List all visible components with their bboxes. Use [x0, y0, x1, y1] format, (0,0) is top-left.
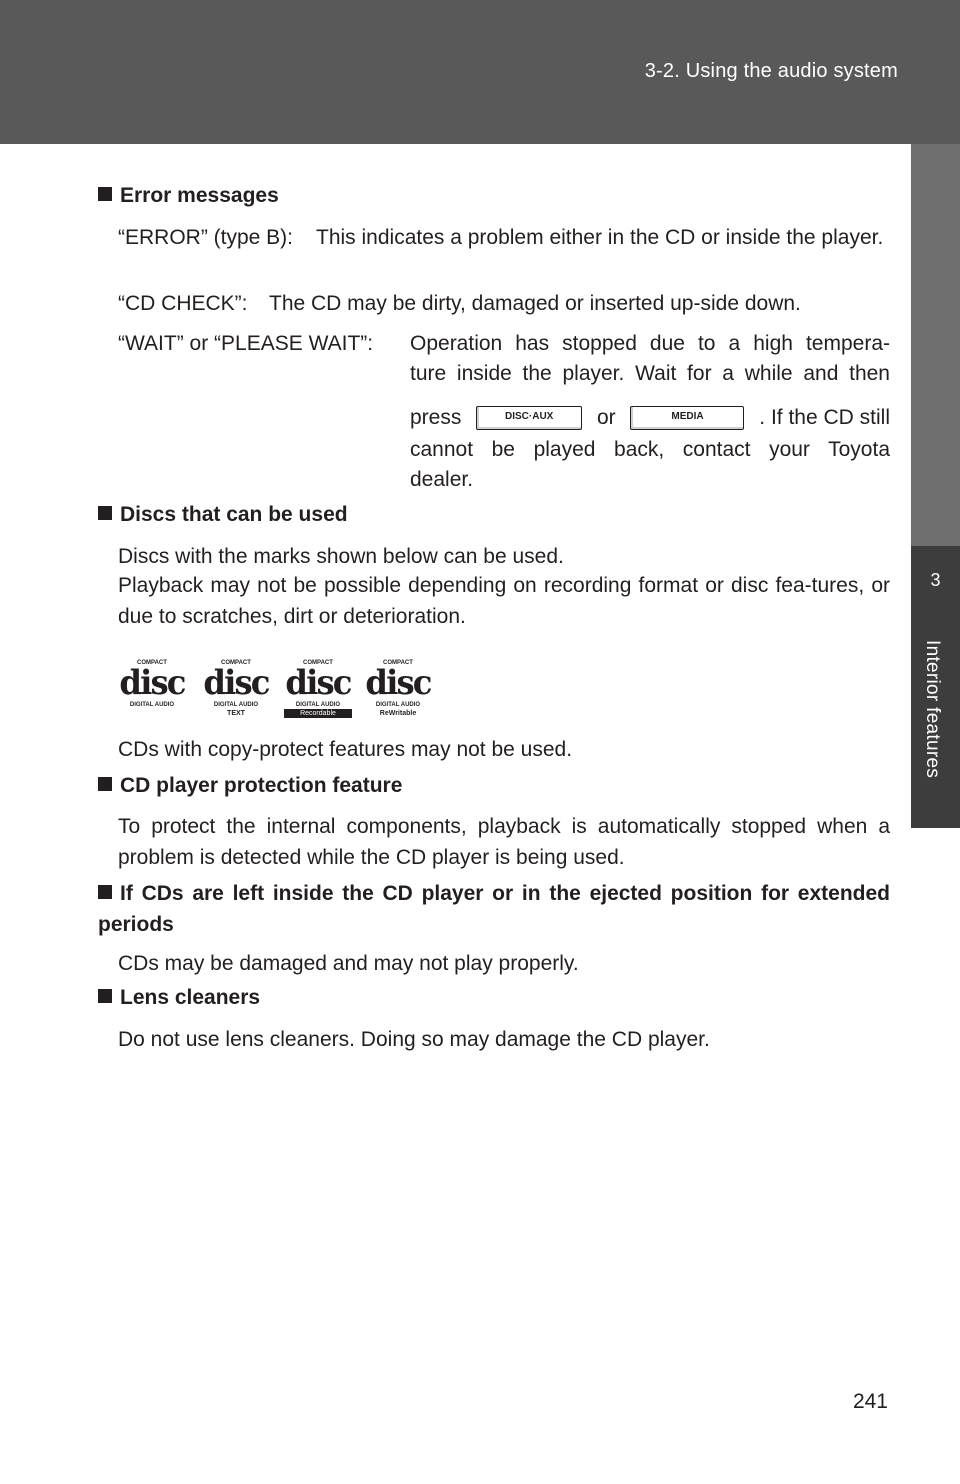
protection-paragraph: To protect the internal components, play…	[118, 815, 890, 869]
heading-protection: CD player protection feature	[98, 774, 402, 798]
heading-left-inside: If CDs are left inside the CD player or …	[98, 882, 890, 936]
error-desc-wait-line3: press DISC·AUX or MEDIA . If the CD stil…	[410, 405, 890, 430]
compact-disc-rewritable-logo: COMPACT disc DIGITAL AUDIO ReWritable	[365, 660, 432, 717]
media-button-icon: MEDIA	[630, 405, 745, 430]
error-label-wait: “WAIT” or “PLEASE WAIT”:	[118, 332, 374, 355]
page-number: 241	[852, 1390, 888, 1413]
error-label-type-b: “ERROR” (type B):	[118, 226, 294, 249]
chapter-number: 3	[930, 570, 941, 590]
compact-disc-recordable-logo: COMPACT disc DIGITAL AUDIO Recordable	[284, 660, 352, 718]
chapter-label: Interior features	[922, 640, 943, 779]
compact-disc-text-logo: COMPACT disc DIGITAL AUDIO TEXT	[203, 660, 270, 717]
compact-disc-logo: COMPACT disc DIGITAL AUDIO	[119, 660, 186, 708]
error-desc-wait-line1: Operation has stopped due to a high temp…	[410, 332, 890, 355]
heading-lens-cleaners: Lens cleaners	[98, 986, 260, 1010]
lens-paragraph: Do not use lens cleaners. Doing so may d…	[118, 1028, 710, 1051]
side-tab-chapter	[911, 546, 960, 828]
heading-bullet-icon	[98, 777, 112, 791]
disc-aux-button-icon: DISC·AUX	[476, 405, 583, 430]
error-desc-wait-line2: ture inside the player. Wait for a while…	[410, 362, 890, 385]
error-desc-wait-line4: cannot be played back, contact your Toyo…	[410, 438, 890, 461]
left-inside-paragraph: CDs may be damaged and may not play prop…	[118, 952, 579, 975]
discs-note: CDs with copy-protect features may not b…	[118, 738, 573, 761]
side-tab-upper	[911, 144, 960, 546]
discs-line1: Discs with the marks shown below can be …	[118, 545, 564, 568]
heading-discs: Discs that can be used	[98, 503, 348, 527]
heading-bullet-icon	[98, 885, 112, 899]
section-title: 3-2. Using the audio system	[644, 60, 898, 82]
disc-logos: COMPACT disc DIGITAL AUDIO COMPACT disc …	[116, 660, 446, 720]
error-desc-wait-line5: dealer.	[410, 468, 474, 491]
error-desc-cd-check: The CD may be dirty, damaged or inserted…	[269, 292, 801, 315]
discs-paragraph: Playback may not be possible depending o…	[118, 574, 890, 628]
error-desc-type-b: This indicates a problem either in the C…	[316, 226, 884, 249]
heading-bullet-icon	[98, 989, 112, 1003]
error-label-cd-check: “CD CHECK”:	[118, 292, 248, 315]
heading-error-messages: Error messages	[98, 184, 279, 208]
heading-bullet-icon	[98, 506, 112, 520]
heading-bullet-icon	[98, 187, 112, 201]
page-header: 3-2. Using the audio system	[0, 0, 960, 144]
